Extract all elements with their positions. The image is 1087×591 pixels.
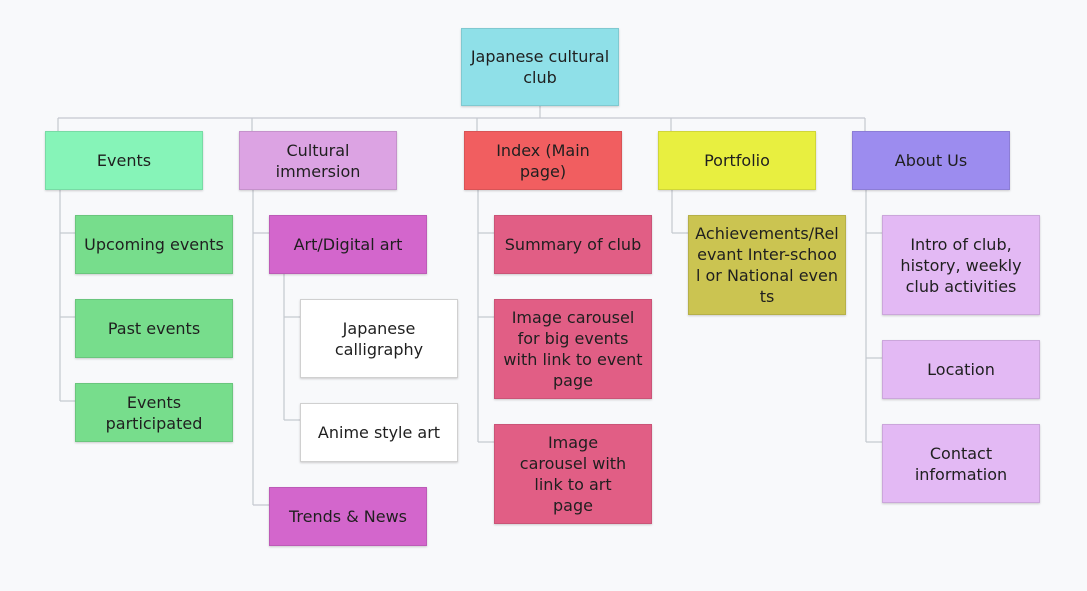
node-events[interactable]: Events: [45, 131, 203, 190]
node-root[interactable]: Japanese cultural club: [461, 28, 619, 106]
node-anime-style-art-label: Anime style art: [317, 423, 441, 442]
node-image-carousel-events-label: Image carousel for big events with link …: [503, 308, 643, 390]
node-events-participated-label: Events participated: [105, 392, 203, 433]
node-cultural-immersion[interactable]: Cultural immersion: [239, 131, 397, 190]
node-japanese-calligraphy[interactable]: Japanese calligraphy: [300, 299, 458, 378]
node-about-us-label: About Us: [894, 151, 968, 170]
node-intro-of-club-label: Intro of club, history, weekly club acti…: [900, 234, 1022, 296]
node-contact-information[interactable]: Contact information: [882, 424, 1040, 503]
node-anime-style-art[interactable]: Anime style art: [300, 403, 458, 462]
node-art-digital-art-label: Art/Digital art: [293, 235, 403, 254]
node-past-events-label: Past events: [107, 319, 201, 338]
node-about-us[interactable]: About Us: [852, 131, 1010, 190]
node-events-label: Events: [96, 151, 152, 170]
node-upcoming-events-label: Upcoming events: [84, 235, 224, 254]
node-image-carousel-events[interactable]: Image carousel for big events with link …: [494, 299, 652, 399]
node-image-carousel-art-label: Image carousel with link to art page: [519, 433, 627, 515]
node-art-digital-art[interactable]: Art/Digital art: [269, 215, 427, 274]
node-location[interactable]: Location: [882, 340, 1040, 399]
node-achievements[interactable]: Achievements/Relevant Inter-school or Na…: [688, 215, 846, 315]
node-image-carousel-art[interactable]: Image carousel with link to art page: [494, 424, 652, 524]
node-events-participated[interactable]: Events participated: [75, 383, 233, 442]
node-portfolio[interactable]: Portfolio: [658, 131, 816, 190]
node-summary-of-club[interactable]: Summary of club: [494, 215, 652, 274]
node-trends-news[interactable]: Trends & News: [269, 487, 427, 546]
node-location-label: Location: [927, 360, 995, 379]
node-summary-of-club-label: Summary of club: [504, 235, 642, 254]
node-past-events[interactable]: Past events: [75, 299, 233, 358]
node-trends-news-label: Trends & News: [288, 507, 407, 526]
node-index-label: Index (Main page): [496, 140, 590, 181]
node-contact-information-label: Contact information: [914, 443, 1008, 484]
node-achievements-label: Achievements/Relevant Inter-school or Na…: [695, 224, 839, 306]
node-japanese-calligraphy-label: Japanese calligraphy: [334, 318, 424, 359]
node-root-label: Japanese cultural club: [470, 47, 610, 87]
node-upcoming-events[interactable]: Upcoming events: [75, 215, 233, 274]
node-intro-of-club[interactable]: Intro of club, history, weekly club acti…: [882, 215, 1040, 315]
node-index[interactable]: Index (Main page): [464, 131, 622, 190]
node-cultural-immersion-label: Cultural immersion: [275, 140, 361, 181]
node-portfolio-label: Portfolio: [704, 151, 770, 170]
